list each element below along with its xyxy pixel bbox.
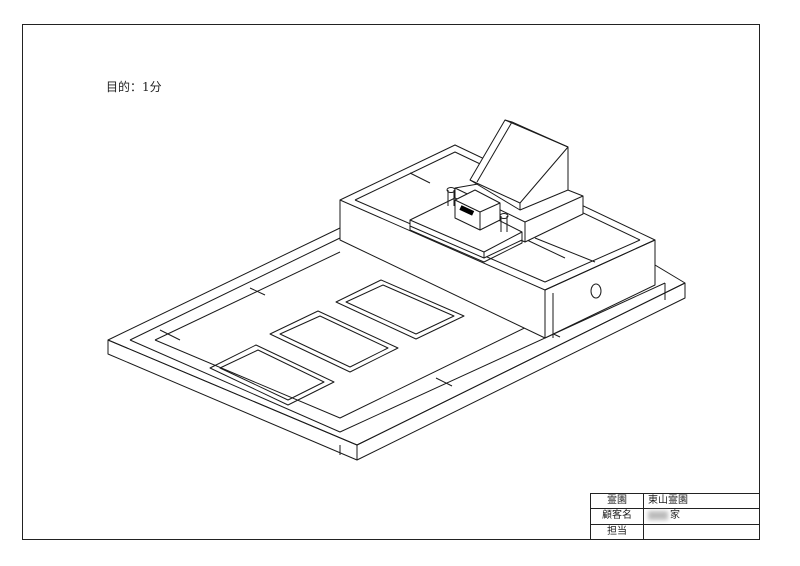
gravestone bbox=[469, 119, 569, 211]
value-staff bbox=[643, 523, 760, 541]
redacted-name bbox=[648, 511, 668, 521]
value-cemetery: 東山霊園 bbox=[643, 492, 760, 510]
label-customer: 顧客名 bbox=[590, 508, 644, 525]
title-block: 霊園 東山霊園 顧客名 家 担当 bbox=[590, 492, 760, 541]
plaque-2 bbox=[269, 310, 399, 373]
drawing-frame bbox=[22, 24, 760, 540]
offering-table bbox=[409, 189, 523, 263]
label-cemetery: 霊園 bbox=[590, 492, 644, 510]
title-row-customer: 顧客名 家 bbox=[590, 508, 760, 525]
memorial-plaques bbox=[209, 279, 465, 406]
vent-hole bbox=[590, 283, 602, 299]
plaque-2-inner bbox=[279, 315, 389, 368]
value-customer: 家 bbox=[643, 508, 760, 525]
plaque-3-inner bbox=[345, 284, 455, 335]
plaque-1-inner bbox=[219, 349, 325, 401]
flower-vases bbox=[446, 187, 509, 232]
title-row-staff: 担当 bbox=[590, 523, 760, 541]
title-row-cemetery: 霊園 東山霊園 bbox=[590, 492, 760, 510]
plaque-1 bbox=[209, 344, 335, 406]
plaque-3 bbox=[335, 279, 465, 340]
customer-suffix: 家 bbox=[670, 510, 680, 522]
drawing-note: 目的：1分 bbox=[106, 80, 162, 94]
label-staff: 担当 bbox=[590, 523, 644, 541]
